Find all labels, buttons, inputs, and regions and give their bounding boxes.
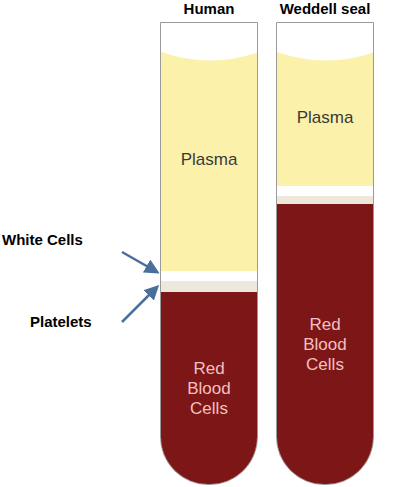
cell-layer bbox=[161, 281, 257, 292]
tube-heading: Human bbox=[135, 0, 283, 18]
meniscus bbox=[277, 49, 374, 65]
plasma-label: Plasma bbox=[164, 150, 254, 170]
tube-body: PlasmaRed Blood Cells bbox=[160, 22, 258, 485]
cell-layer bbox=[277, 196, 373, 204]
callout-label: White Cells bbox=[2, 231, 83, 248]
meniscus bbox=[161, 49, 258, 65]
tube-heading: Weddell seal bbox=[251, 0, 399, 18]
red-cell-label: Red Blood Cells bbox=[295, 315, 355, 375]
cell-layer bbox=[277, 186, 373, 196]
callout-label: Platelets bbox=[30, 313, 92, 330]
plasma-label: Plasma bbox=[280, 108, 370, 128]
meniscus-curve bbox=[277, 49, 374, 61]
red-cell-label: Red Blood Cells bbox=[179, 359, 239, 419]
red-cell-layer: Red Blood Cells bbox=[161, 292, 257, 485]
leader-arrow bbox=[122, 287, 157, 322]
tube-body: PlasmaRed Blood Cells bbox=[276, 22, 374, 485]
cell-layer bbox=[161, 271, 257, 281]
test-tube: HumanPlasmaRed Blood Cells bbox=[160, 0, 258, 487]
red-cell-layer: Red Blood Cells bbox=[277, 204, 373, 485]
leader-arrow bbox=[122, 252, 157, 272]
test-tube: Weddell sealPlasmaRed Blood Cells bbox=[276, 0, 374, 487]
meniscus-curve bbox=[161, 49, 258, 61]
plasma-layer: Plasma bbox=[161, 49, 257, 301]
